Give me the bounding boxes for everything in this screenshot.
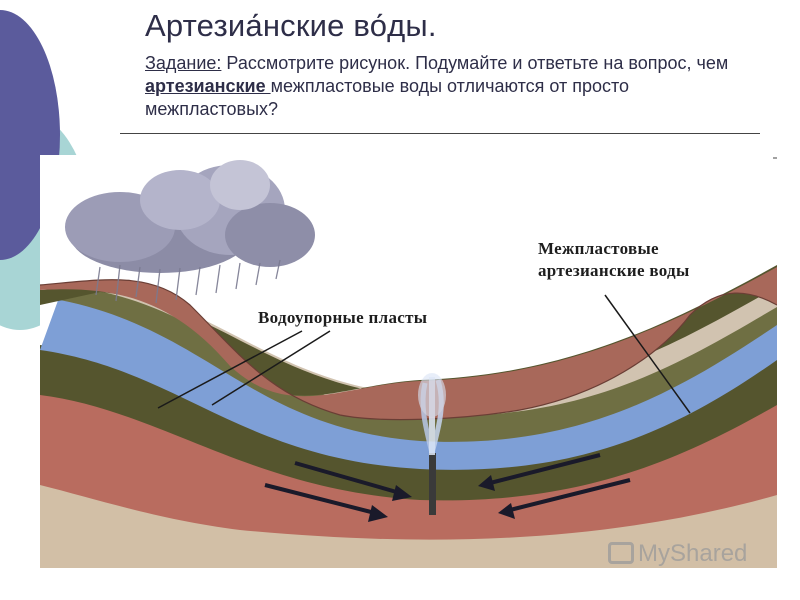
water-flow-arrows (264, 453, 631, 522)
watermark-text: MyShared (638, 540, 748, 567)
label-aquifer-line2: артезианские воды (538, 261, 690, 280)
ground-surface (40, 279, 777, 421)
lower-impermeable-layer (40, 345, 777, 501)
label-aquifer-line1: Межпластовые (538, 239, 659, 258)
watermark-icon (608, 542, 634, 564)
task-text-part1: Рассмотрите рисунок. Подумайте и ответьт… (221, 53, 729, 73)
task-label: Задание: (145, 53, 222, 73)
fountain (418, 373, 446, 455)
artesian-water-diagram: Межпластовые артезианские воды Водоупорн… (40, 155, 777, 568)
upper-impermeable-layer (60, 285, 777, 442)
well-pipe (429, 453, 436, 515)
task-highlight: артезианские (145, 76, 271, 96)
task-text: Задание: Рассмотрите рисунок. Подумайте … (145, 52, 745, 121)
bottom-layer (40, 475, 777, 568)
label-pointers (157, 294, 691, 414)
water-aquifer (40, 295, 777, 470)
cross-section-svg (40, 155, 777, 568)
slide-title: Артезиа́нские во́ды. (145, 8, 437, 43)
surface-layer (40, 267, 777, 420)
rain (95, 259, 281, 304)
title-divider (120, 133, 760, 134)
rain-cloud (65, 160, 315, 273)
watermark: MyShared (608, 540, 747, 568)
label-aquitard: Водоупорные пласты (258, 308, 428, 327)
task-text-part2: межпластовые воды отличаются от просто м… (145, 76, 630, 119)
deep-layer (40, 390, 777, 540)
